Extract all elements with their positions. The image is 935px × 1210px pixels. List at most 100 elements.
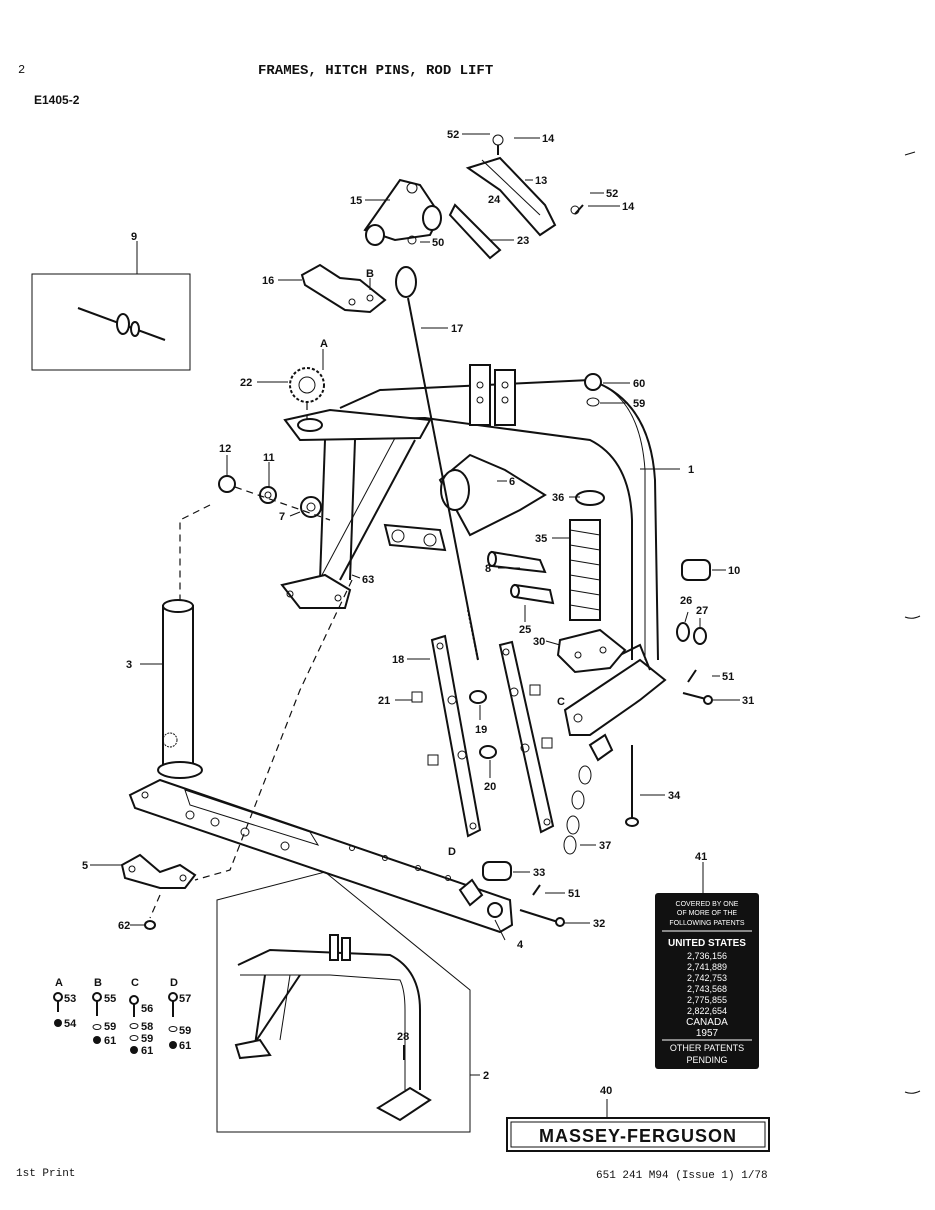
callout-62: 62: [118, 920, 130, 932]
callout-31: 31: [742, 695, 754, 707]
link-plate: [383, 523, 447, 552]
star-washer-part-22: [289, 367, 325, 403]
figure-code: E1405-2: [34, 93, 80, 107]
bolt-part-31: [682, 692, 713, 705]
callout-3: 3: [126, 659, 132, 671]
callout-7: 7: [279, 511, 285, 523]
bushing-part-33: [482, 861, 512, 881]
callout-37: 37: [599, 840, 611, 852]
callout-50: 50: [432, 237, 444, 249]
callout-16: 16: [262, 275, 274, 287]
callout-41: 41: [695, 851, 707, 863]
callout-36: 36: [552, 492, 564, 504]
legend-d-61: 61: [179, 1040, 191, 1052]
callout-28: 28: [397, 1031, 409, 1043]
callout-10: 10: [728, 565, 740, 577]
legend-group-d: D: [170, 977, 178, 989]
nut-part-27: [693, 627, 707, 645]
legend-d-57: 57: [179, 993, 191, 1005]
callout-40: 40: [600, 1085, 612, 1097]
legend-c-56: 56: [141, 1003, 153, 1015]
nut-part-60: [584, 373, 602, 391]
callout-34: 34: [668, 790, 681, 802]
callout-24: 24: [488, 194, 501, 206]
callout-22: 22: [240, 377, 252, 389]
callout-32: 32: [593, 918, 605, 930]
pin-part-25: [510, 583, 555, 605]
callout-51-lower: 51: [568, 888, 580, 900]
part-9-inset-box: [31, 273, 191, 371]
legend-group-c: C: [131, 977, 139, 989]
callout-26: 26: [680, 595, 692, 607]
spring-seat-part-30: [556, 628, 627, 674]
main-frame-part-1: [280, 364, 667, 736]
legend-d-59: 59: [179, 1025, 191, 1037]
washer-part-7: [300, 496, 322, 518]
clip-part-21: [411, 684, 553, 766]
spring-part-35: [569, 519, 601, 621]
bolt-part-32: [519, 909, 565, 927]
top-link-parts: [300, 134, 584, 314]
callout-17: 17: [451, 323, 463, 335]
callout-13: 13: [535, 175, 547, 187]
plate-country-us: UNITED STATES: [668, 938, 746, 949]
callout-52-right: 52: [606, 188, 618, 200]
callout-30: 30: [533, 636, 545, 648]
callout-14-top: 14: [542, 133, 555, 145]
legend-a-53: 53: [64, 993, 76, 1005]
hitch-pin-part-9: [77, 307, 166, 341]
plate-patent-2: 2,741,889: [687, 962, 727, 972]
callout-20: 20: [484, 781, 496, 793]
bracket-part-6: [438, 453, 547, 537]
drawbar-part-4: [128, 778, 514, 934]
callout-15: 15: [350, 195, 362, 207]
callout-4: 4: [517, 939, 524, 951]
washer-part-26: [676, 622, 690, 642]
callout-18: 18: [392, 654, 404, 666]
plate-other-2: PENDING: [686, 1055, 727, 1065]
margin-marks: [904, 151, 921, 1094]
inset-frame-part-2: [216, 871, 471, 1133]
callout-21: 21: [378, 695, 390, 707]
plate-patent-1: 2,736,156: [687, 951, 727, 961]
callout-12: 12: [219, 443, 231, 455]
pin-part-19: [469, 690, 487, 704]
leader-lines: [90, 133, 740, 1118]
callout-19: 19: [475, 724, 487, 736]
chain-part-37: [563, 733, 614, 855]
washer-part-11: [259, 486, 277, 504]
callout-63: 63: [362, 574, 374, 586]
page-number: 2: [18, 63, 26, 77]
plate-line1: COVERED BY ONE: [676, 901, 739, 908]
clamp-part-5: [120, 853, 197, 889]
nut-part-12: [218, 475, 236, 493]
plate-patent-6: 2,822,654: [687, 1006, 727, 1016]
callout-23: 23: [517, 235, 529, 247]
pin-part-8: [487, 550, 547, 574]
callout-27: 27: [696, 605, 708, 617]
legend-c-61: 61: [141, 1045, 153, 1057]
plate-line3: FOLLOWING PATENTS: [669, 920, 745, 927]
lift-rod-part-17: [395, 266, 479, 661]
callout-51-right: 51: [722, 671, 734, 683]
plate-line2: OF MORE OF THE: [677, 910, 737, 917]
bolt-part-34: [625, 745, 639, 827]
post-part-3: [157, 599, 203, 779]
callout-35: 35: [535, 533, 547, 545]
page-title: FRAMES, HITCH PINS, ROD LIFT: [258, 63, 494, 79]
legend-a-54: 54: [64, 1018, 77, 1030]
lock-washer-part-59: [586, 397, 600, 407]
legend-group-b: B: [94, 977, 102, 989]
ref-c: C: [557, 696, 565, 708]
legend-b-55: 55: [104, 993, 116, 1005]
callout-11: 11: [263, 452, 275, 464]
plate-patent-5: 2,775,855: [687, 995, 727, 1005]
plate-country-canada: CANADA: [686, 1017, 728, 1028]
callout-2: 2: [483, 1070, 489, 1082]
callout-52-top: 52: [447, 129, 459, 141]
pin-part-20: [479, 745, 497, 759]
callout-9: 9: [131, 231, 137, 243]
callout-8: 8: [485, 563, 491, 575]
legend-b-59: 59: [104, 1021, 116, 1033]
